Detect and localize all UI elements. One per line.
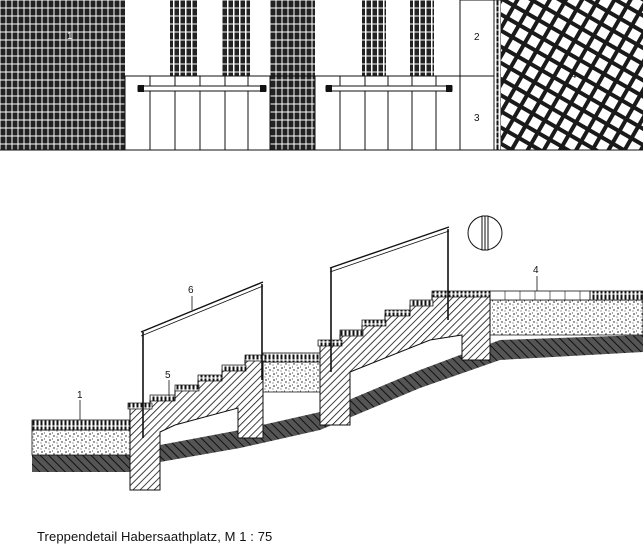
section-view: 1 5 6 4 [31,215,643,491]
plan-cobblestone [501,0,643,150]
stair-flight-lower [129,359,264,491]
section-label-1: 1 [77,390,83,401]
plan-view: 1 2 3 4 [0,0,643,151]
section-label-5: 5 [165,370,171,381]
drawing-caption: Treppendetail Habersaathplatz, M 1 : 75 [37,529,273,544]
plan-label-2: 2 [474,32,480,43]
plan-brick-paving [0,0,125,150]
railing-section [140,226,450,438]
section-label-4: 4 [533,265,539,276]
plan-label-1: 1 [67,31,73,42]
plan-label-4: 4 [571,70,577,81]
stair-treads [127,290,491,410]
gravel-layer [31,429,131,456]
soil-layer [32,335,643,472]
section-symbol-icon [467,215,503,251]
plan-label-3: 3 [474,113,480,124]
plan-railing [137,85,453,92]
section-label-6: 6 [188,285,194,296]
paving-lower [31,419,131,431]
